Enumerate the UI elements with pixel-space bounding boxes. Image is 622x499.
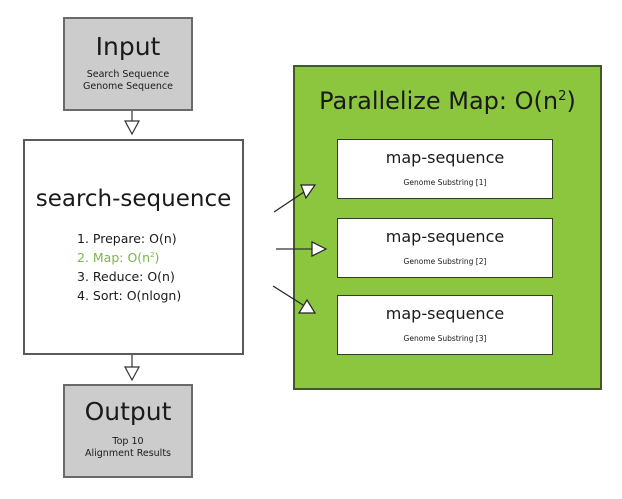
map-worker-3: map-sequence Genome Substring [3] [337, 295, 553, 355]
input-line-2: Genome Sequence [82, 81, 174, 92]
output-line-2: Alignment Results [85, 448, 171, 459]
map-worker-subtitle: Genome Substring [1] [403, 178, 487, 187]
output-line-1: Top 10 [112, 436, 144, 447]
step-4: 4. Sort: O(nlogn) [77, 288, 182, 303]
arrow-to-worker-1 [273, 184, 317, 213]
parallel-title: Parallelize Map: O(n2) [319, 87, 576, 115]
step-2: 2. Map: O(n2) [77, 250, 160, 265]
step-3: 3. Reduce: O(n) [77, 269, 175, 284]
process-steps: 1. Prepare: O(n) 2. Map: O(n2) 3. Reduce… [77, 229, 181, 305]
process-title: search-sequence [35, 186, 232, 212]
input-node: Input Search Sequence Genome Sequence [63, 17, 193, 111]
output-node: Output Top 10 Alignment Results [63, 384, 193, 478]
search-sequence-node: search-sequence 1. Prepare: O(n) 2. Map:… [23, 139, 244, 355]
input-line-1: Search Sequence [86, 69, 170, 80]
input-title: Input [95, 32, 161, 61]
arrow-input-to-process [123, 111, 141, 136]
map-worker-subtitle: Genome Substring [3] [403, 334, 487, 343]
arrow-process-to-output [123, 355, 141, 382]
output-title: Output [84, 397, 172, 426]
arrow-to-worker-2 [276, 241, 328, 257]
map-worker-2: map-sequence Genome Substring [2] [337, 218, 553, 278]
map-worker-subtitle: Genome Substring [2] [403, 257, 487, 266]
arrow-to-worker-3 [272, 285, 317, 314]
map-worker-title: map-sequence [385, 148, 505, 167]
step-1: 1. Prepare: O(n) [77, 231, 177, 246]
map-worker-1: map-sequence Genome Substring [1] [337, 139, 553, 199]
map-worker-title: map-sequence [385, 304, 505, 323]
map-worker-title: map-sequence [385, 227, 505, 246]
